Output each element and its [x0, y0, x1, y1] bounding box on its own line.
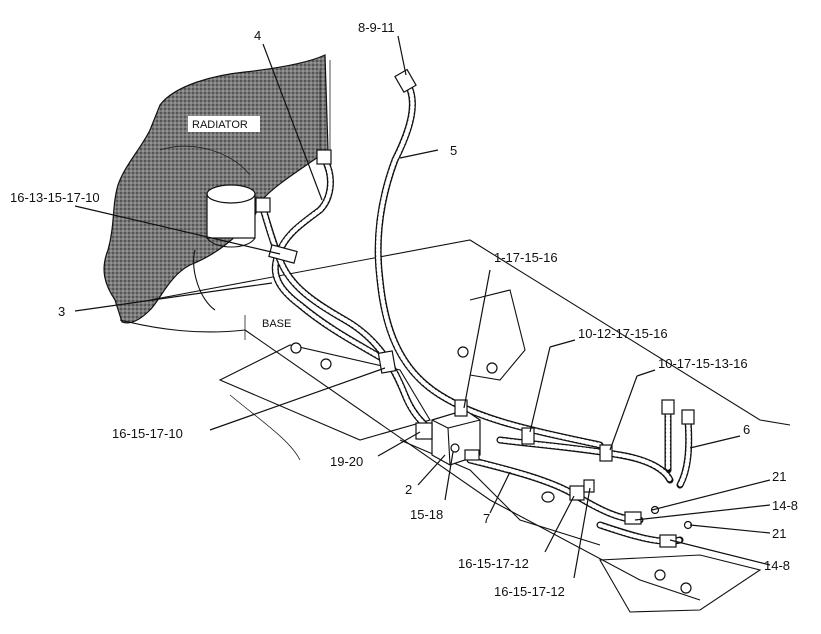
callout-8-9-11: 8-9-11 — [358, 20, 395, 35]
callout-16-15-17-10: 16-15-17-10 — [112, 426, 183, 441]
callout-16-15-17-12-upper: 16-15-17-12 — [458, 556, 529, 571]
callout-16-13-15-17-10: 16-13-15-17-10 — [10, 190, 100, 205]
valve-block — [415, 399, 481, 466]
callout-1-17-15-16: 1-17-15-16 — [494, 250, 558, 265]
radiator-label: RADIATOR — [192, 119, 248, 131]
callout-3: 3 — [58, 304, 65, 319]
callout-7: 7 — [483, 511, 490, 526]
hose-7 — [466, 456, 684, 545]
callout-14-8-lower: 14-8 — [764, 558, 790, 573]
callout-4: 4 — [254, 28, 261, 43]
callout-10-12-17-15-16: 10-12-17-15-16 — [578, 326, 668, 341]
base-label: BASE — [262, 318, 291, 330]
hose-5 — [374, 68, 604, 449]
callout-2: 2 — [405, 482, 412, 497]
callout-14-8-upper: 14-8 — [772, 498, 798, 513]
callout-16-15-17-12-lower: 16-15-17-12 — [494, 584, 565, 599]
callout-21-upper: 21 — [772, 469, 786, 484]
base-frame — [119, 60, 791, 613]
callout-5: 5 — [450, 143, 457, 158]
callout-6: 6 — [743, 422, 750, 437]
callout-19-20: 19-20 — [330, 454, 363, 469]
leader-lines — [74, 35, 771, 579]
callout-10-17-15-13-16: 10-17-15-13-16 — [658, 356, 748, 371]
reservoir-cylinder — [193, 184, 256, 311]
clamps — [268, 244, 693, 548]
callout-21-lower: 21 — [772, 526, 786, 541]
callout-15-18: 15-18 — [410, 507, 443, 522]
